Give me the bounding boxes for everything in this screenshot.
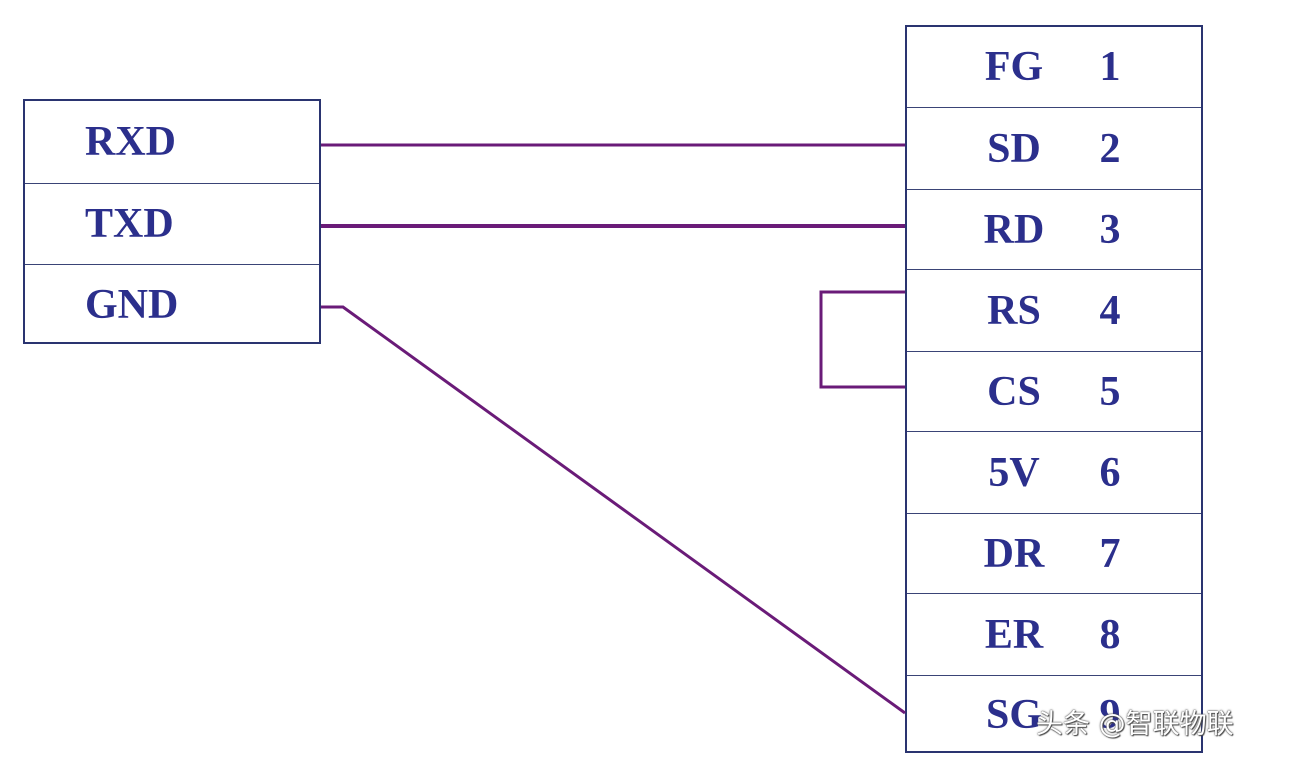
right-pin-2: SD 2: [907, 107, 1201, 189]
pin-name: ER: [984, 611, 1044, 658]
watermark: 头条 @智联物联: [1036, 709, 1234, 740]
left-pin-label: TXD: [85, 201, 174, 247]
left-connector: RXD TXD GND: [23, 99, 321, 344]
left-pin-txd: TXD: [25, 183, 319, 264]
left-pin-rxd: RXD: [25, 101, 319, 183]
pin-number: 6: [1099, 449, 1121, 496]
right-pin-5: CS 5: [907, 351, 1201, 431]
pin-number: 7: [1099, 530, 1121, 577]
pin-name: SG: [985, 691, 1043, 738]
pin-number: 1: [1099, 44, 1121, 90]
pin-name: SD: [987, 125, 1041, 172]
pin-number: 2: [1099, 125, 1121, 172]
right-pin-4: RS 4: [907, 269, 1201, 351]
pin-name: FG: [984, 44, 1044, 90]
pin-number: 3: [1099, 206, 1121, 253]
pin-name: RD: [983, 206, 1045, 253]
left-pin-label: GND: [85, 281, 179, 328]
pin-name: CS: [987, 368, 1041, 415]
pin-name: DR: [983, 530, 1045, 577]
left-pin-gnd: GND: [25, 264, 319, 344]
right-pin-6: 5V 6: [907, 431, 1201, 513]
pin-number: 4: [1099, 287, 1121, 334]
pin-name: 5V: [988, 449, 1040, 496]
wire-gnd-sg: [321, 305, 906, 715]
pin-number: 8: [1099, 611, 1121, 658]
pin-name: RS: [987, 287, 1041, 334]
right-pin-9: SG 9: [907, 675, 1201, 753]
left-pin-label: RXD: [85, 119, 176, 165]
right-pin-8: ER 8: [907, 593, 1201, 675]
pin-number: 5: [1099, 368, 1121, 415]
right-pin-7: DR 7: [907, 513, 1201, 593]
wire-rs-cs-loopback: [819, 290, 905, 389]
right-pin-1: FG 1: [907, 27, 1201, 107]
right-connector: FG 1 SD 2 RD 3 RS 4 CS 5 5V 6 DR 7 ER 8 …: [905, 25, 1203, 753]
right-pin-3: RD 3: [907, 189, 1201, 269]
pin-number: 9: [1099, 691, 1121, 738]
